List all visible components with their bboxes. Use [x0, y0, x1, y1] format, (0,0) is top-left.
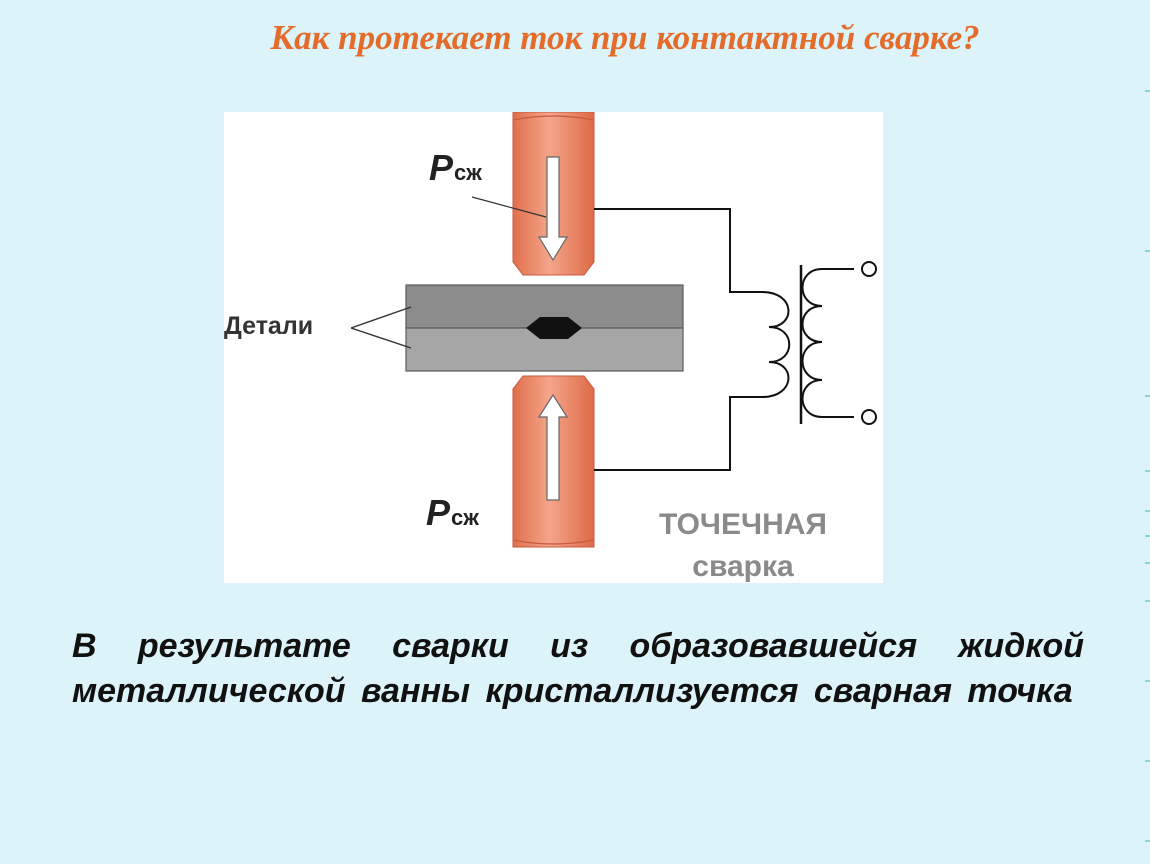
- circuit-wires: [594, 208, 854, 471]
- force-label-leader: [471, 196, 547, 218]
- force-arrow-up: [537, 393, 569, 501]
- terminal-bottom: [861, 409, 877, 425]
- parts-pointer-lines: [350, 306, 412, 349]
- spot-welding-diagram: Детали Pсж Pсж ТОЧЕЧНАЯ сварка: [224, 112, 883, 583]
- parts-label: Детали: [224, 312, 313, 340]
- weld-nugget: [526, 317, 582, 339]
- terminal-top: [861, 261, 877, 277]
- force-arrow-down: [537, 156, 569, 262]
- force-label-bottom: Pсж: [426, 492, 479, 533]
- slide-caption: В результате сварки из образовавшейся жи…: [72, 627, 1084, 710]
- slide-title: Как протекает ток при контактной сварке?: [270, 18, 980, 57]
- welding-schematic: Детали Pсж Pсж ТОЧЕЧНАЯ сварка: [224, 112, 877, 583]
- process-title-line2: сварка: [692, 550, 794, 583]
- force-label-top: Pсж: [429, 147, 482, 188]
- process-title-line1: ТОЧЕЧНАЯ: [659, 508, 827, 541]
- slide-edge-decoration: [1144, 0, 1150, 864]
